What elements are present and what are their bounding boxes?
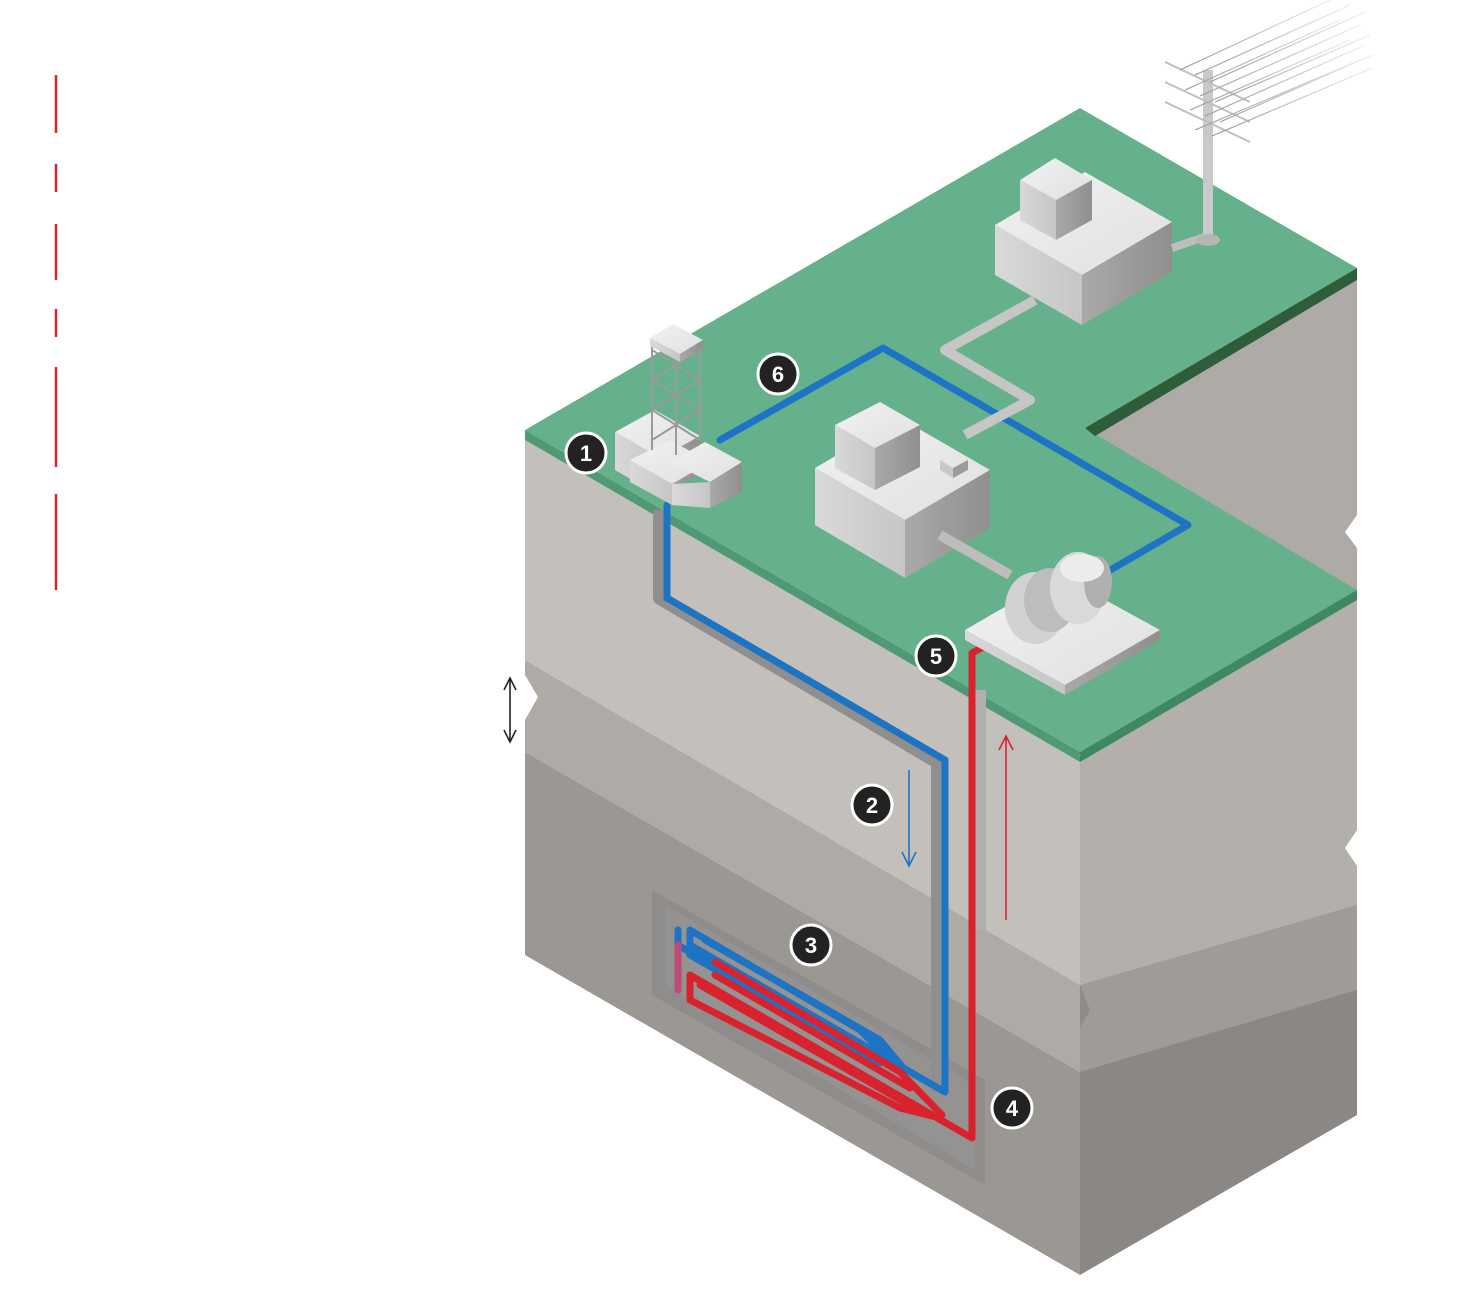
- svg-text:3: 3: [805, 933, 817, 958]
- injection-arrow-icon: [901, 770, 917, 868]
- production-arrow-icon: [998, 734, 1014, 920]
- svg-text:5: 5: [930, 644, 942, 669]
- power-plant-icon: [815, 402, 1013, 580]
- svg-text:1: 1: [580, 441, 592, 466]
- depth-arrow-icon: [503, 676, 517, 744]
- flow-arrows: [503, 676, 1014, 920]
- svg-text:4: 4: [1006, 1096, 1019, 1121]
- callout-4: 4: [990, 1086, 1034, 1130]
- well-casings: [653, 510, 986, 1092]
- callout-2: 2: [850, 783, 894, 827]
- substation-icon: [940, 158, 1212, 440]
- callout-3: 3: [789, 923, 833, 967]
- drill-rig-icon: [615, 324, 742, 508]
- turbine-icon: [965, 552, 1160, 695]
- svg-text:6: 6: [772, 362, 784, 387]
- callout-6: 6: [756, 352, 800, 396]
- svg-text:2: 2: [866, 793, 878, 818]
- callout-1: 1: [564, 431, 608, 475]
- callout-5: 5: [914, 634, 958, 678]
- power-line-icon: [1164, 0, 1373, 246]
